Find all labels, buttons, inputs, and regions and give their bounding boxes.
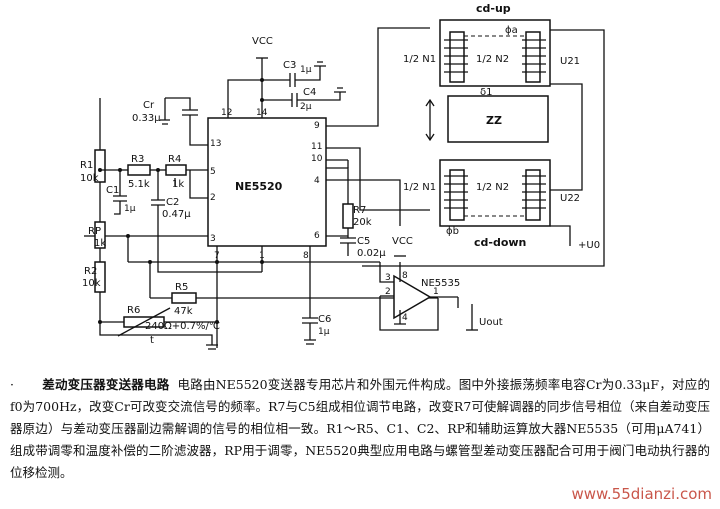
ne5535-label: NE5535 (421, 278, 460, 289)
r1-value: 10k (80, 173, 99, 184)
ne5520-label: NE5520 (235, 180, 283, 193)
r5-label: R5 (175, 282, 188, 293)
c5-label: C5 (357, 236, 370, 247)
c1-value: 1μ (124, 204, 136, 214)
pin-10: 10 (311, 154, 323, 164)
r5-value: 47k (174, 306, 193, 317)
c4-value: 2μ (300, 102, 312, 112)
r2-value: 10k (82, 278, 101, 289)
opamp-pin-1: 1 (433, 287, 439, 297)
r6-temp-symbol: t (150, 335, 154, 346)
pin-6: 6 (314, 231, 320, 241)
pin-8: 8 (303, 251, 309, 261)
pin-4: 4 (314, 176, 320, 186)
opamp-pin-8: 8 (402, 271, 408, 281)
u0-label: +U0 (578, 240, 600, 251)
r4-value: 1k (172, 179, 184, 190)
circuit-schematic: NE5520 12 14 13 5 2 3 9 11 10 4 6 7 1 8 … (80, 2, 605, 350)
pin-12: 12 (221, 108, 232, 118)
c2-value: 0.47μ (162, 209, 191, 220)
half-n2-top: 1/2 N2 (476, 54, 509, 65)
opamp-pin-4: 4 (402, 313, 408, 323)
caption-title: 差动变压器变送器电路 (41, 377, 170, 392)
flux-top-label: ϕa (505, 25, 518, 36)
half-n1-top: 1/2 N1 (403, 54, 436, 65)
r6-label: R6 (127, 305, 140, 316)
pin-11: 11 (311, 142, 322, 152)
core-label: ZZ (486, 114, 502, 127)
opamp-pin-2: 2 (385, 287, 391, 297)
r6-value: 240Ω+0.7%/℃ (145, 321, 220, 332)
r3-label: R3 (131, 154, 144, 165)
vcc-top-label: VCC (252, 36, 273, 47)
cd-up-label: cd-up (476, 2, 511, 15)
pin-3: 3 (210, 234, 216, 244)
half-n1-bottom: 1/2 N1 (403, 182, 436, 193)
r4-label: R4 (168, 154, 181, 165)
c6-value: 1μ (318, 327, 330, 337)
u21-label: U21 (560, 56, 580, 67)
rp-value: 1k (94, 238, 106, 249)
ne5535-opamp (393, 274, 432, 320)
vcc-opamp-label: VCC (392, 236, 413, 247)
c5-value: 0.02μ (357, 248, 386, 259)
armature-core (447, 95, 549, 143)
u22-label: U22 (560, 193, 580, 204)
half-n2-bottom: 1/2 N2 (476, 182, 509, 193)
rp-label: RP (88, 226, 101, 237)
flux-bottom-label: ϕb (446, 226, 459, 237)
pin-13: 13 (210, 139, 221, 149)
watermark: www.55dianzi.com (571, 485, 712, 503)
pin-9: 9 (314, 121, 320, 131)
pin-2: 2 (210, 193, 216, 203)
r1-label: R1 (80, 160, 93, 171)
c6-label: C6 (318, 314, 331, 325)
caption: · 差动变压器变送器电路电路由NE5520变送器专用芯片和外围元件构成。图中外接振… (10, 374, 710, 484)
cr-label: Cr (143, 100, 155, 111)
ne5520-chip (207, 117, 327, 247)
r3-value: 5.1k (128, 179, 150, 190)
cd-down-label: cd-down (474, 236, 526, 249)
pin-5: 5 (210, 167, 216, 177)
caption-text: 电路由NE5520变送器专用芯片和外围元件构成。图中外接振荡频率电容Cr为0.3… (10, 377, 710, 480)
cr-value: 0.33μ (132, 113, 161, 124)
delta1-label: δ1 (480, 87, 492, 98)
opamp-pin-3: 3 (385, 273, 391, 283)
r2-label: R2 (84, 266, 97, 277)
c3-value: 1μ (300, 65, 312, 75)
c1-label: C1 (106, 185, 119, 196)
caption-bullet: · (10, 377, 14, 392)
c4-label: C4 (303, 87, 316, 98)
r7-value: 20k (353, 217, 372, 228)
c2-label: C2 (166, 197, 179, 208)
uout-label: Uout (479, 317, 503, 328)
c3-label: C3 (283, 60, 296, 71)
